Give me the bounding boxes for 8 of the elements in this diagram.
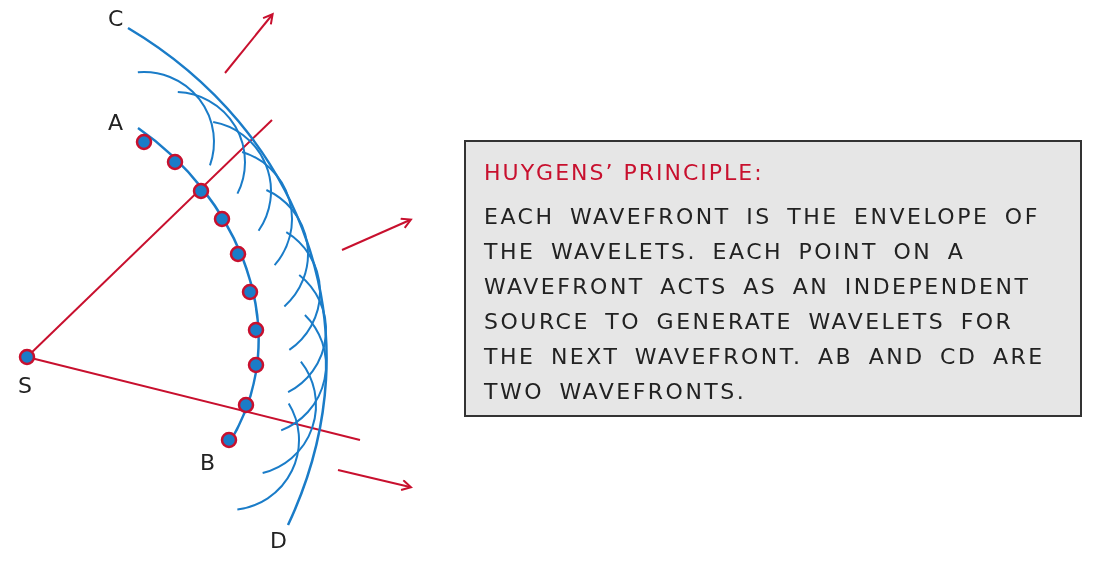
box-heading: HUYGENS’ PRINCIPLE: bbox=[484, 160, 764, 185]
point-label: D bbox=[270, 530, 287, 552]
point-label: S bbox=[18, 375, 32, 397]
text-box bbox=[464, 140, 1082, 417]
principle-text: EACH WAVEFRONT IS THE ENVELOPE OF THE WAVELETS. EACH POINT ON A WAVEFRONT ACTS AS AN INDEPENDENT SOURCE TO GENERATE WAVELETS FOR THE NEXT WAVEFRONT. AB AND CD ARE TWO WAVEFRONTS. bbox=[484, 203, 1046, 406]
point-label: A bbox=[108, 112, 124, 134]
point-label: C bbox=[108, 8, 124, 30]
point-label: B bbox=[200, 452, 216, 474]
